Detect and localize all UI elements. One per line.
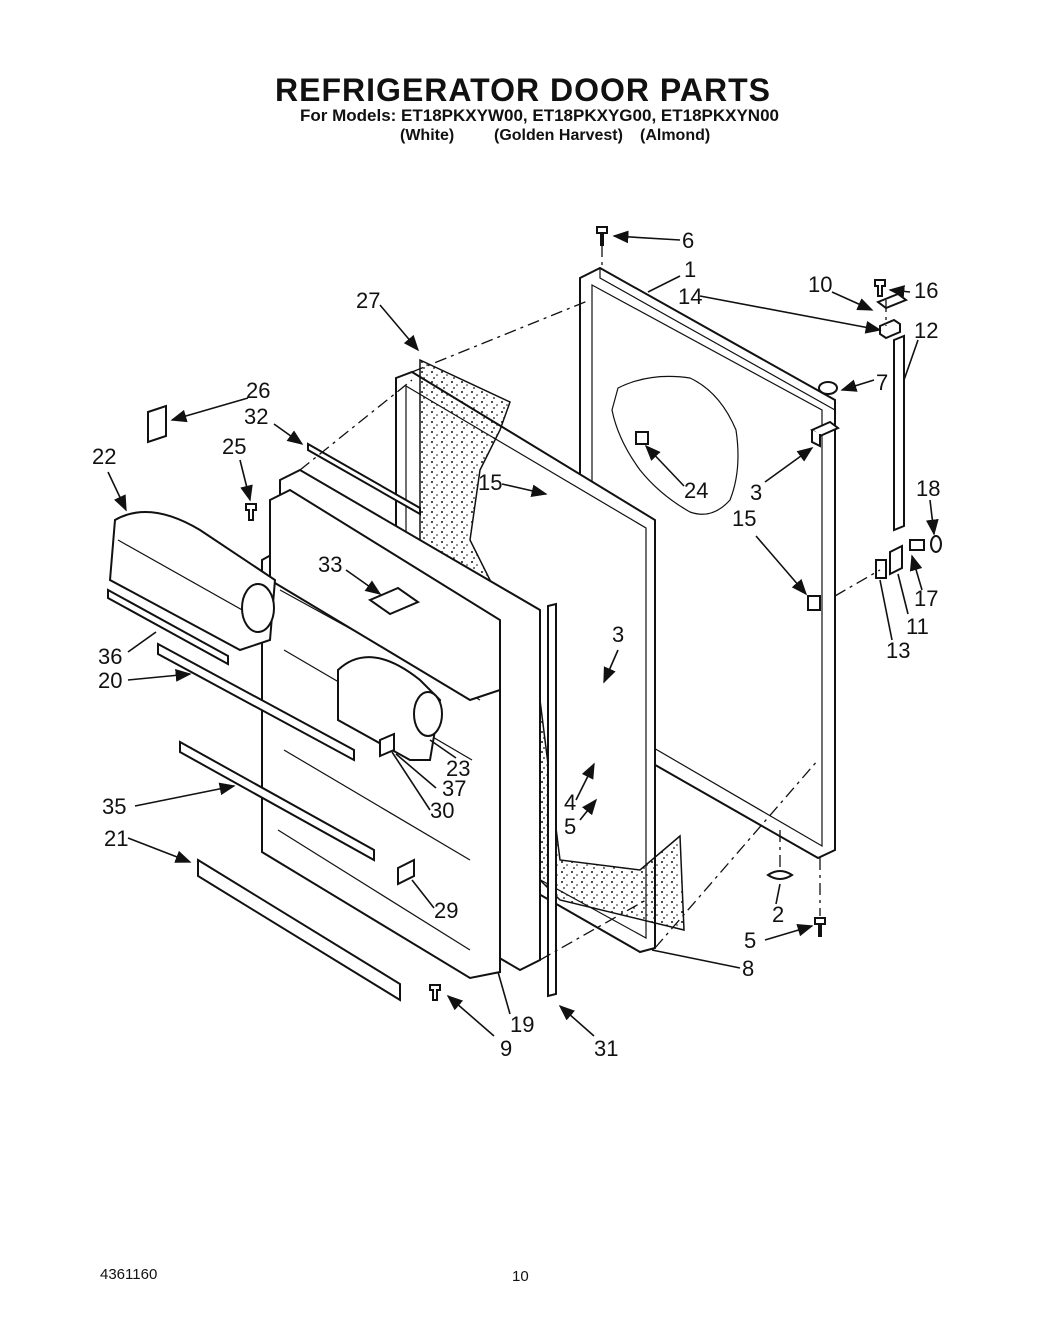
callout-23: 23 bbox=[446, 756, 470, 781]
callout-26: 26 bbox=[246, 378, 270, 403]
callout-36: 36 bbox=[98, 644, 122, 669]
callout-12: 12 bbox=[914, 318, 938, 343]
callout-1: 1 bbox=[684, 257, 696, 282]
callout-35: 35 bbox=[102, 794, 126, 819]
callout-37: 37 bbox=[442, 776, 466, 801]
page-title: REFRIGERATOR DOOR PARTS bbox=[275, 72, 771, 108]
callout-19: 19 bbox=[510, 1012, 534, 1037]
dairy-compartment-door bbox=[108, 511, 443, 761]
callout-2: 2 bbox=[772, 902, 784, 927]
callout-33: 33 bbox=[318, 552, 342, 577]
callout-15-upper: 15 bbox=[478, 470, 502, 495]
assembly-guide-lines bbox=[299, 245, 887, 961]
small-fasteners bbox=[147, 404, 441, 1001]
callout-14: 14 bbox=[678, 284, 702, 309]
callout-7: 7 bbox=[876, 370, 888, 395]
callout-18: 18 bbox=[916, 476, 940, 501]
callout-21: 21 bbox=[104, 826, 128, 851]
callout-3-upper: 3 bbox=[750, 480, 762, 505]
callout-32: 32 bbox=[244, 404, 268, 429]
callout-16: 16 bbox=[914, 278, 938, 303]
variant-golden-harvest: (Golden Harvest) bbox=[494, 127, 623, 144]
callout-24: 24 bbox=[684, 478, 708, 503]
callout-3-lower: 3 bbox=[612, 622, 624, 647]
callout-17: 17 bbox=[914, 586, 938, 611]
callout-numbers: 1 2 3 3 4 5 5 6 7 8 9 10 11 12 13 14 15 … bbox=[92, 228, 940, 1061]
callout-20: 20 bbox=[98, 668, 122, 693]
trim-strips bbox=[107, 442, 557, 1002]
callout-5-mid: 5 bbox=[564, 814, 576, 839]
callout-29: 29 bbox=[434, 898, 458, 923]
callout-9: 9 bbox=[500, 1036, 512, 1061]
variant-almond: (Almond) bbox=[640, 127, 711, 144]
callout-30: 30 bbox=[430, 798, 454, 823]
document-number: 4361160 bbox=[100, 1266, 158, 1283]
callout-13: 13 bbox=[886, 638, 910, 663]
callout-27: 27 bbox=[356, 288, 380, 313]
callout-4: 4 bbox=[564, 790, 576, 815]
callout-15-right: 15 bbox=[732, 506, 756, 531]
callout-8: 8 bbox=[742, 956, 754, 981]
callout-leaders bbox=[107, 230, 939, 1037]
page-number: 10 bbox=[512, 1268, 529, 1285]
hinge-and-handle-parts bbox=[874, 279, 942, 579]
callout-31: 31 bbox=[594, 1036, 618, 1061]
callout-22: 22 bbox=[92, 444, 116, 469]
callout-25: 25 bbox=[222, 434, 246, 459]
models-line: For Models: ET18PKXYW00, ET18PKXYG00, ET… bbox=[300, 106, 779, 125]
callout-11: 11 bbox=[906, 614, 929, 639]
callout-5-bottom: 5 bbox=[744, 928, 756, 953]
callout-10: 10 bbox=[808, 272, 832, 297]
variant-white: (White) bbox=[400, 127, 455, 144]
callout-6: 6 bbox=[682, 228, 694, 253]
